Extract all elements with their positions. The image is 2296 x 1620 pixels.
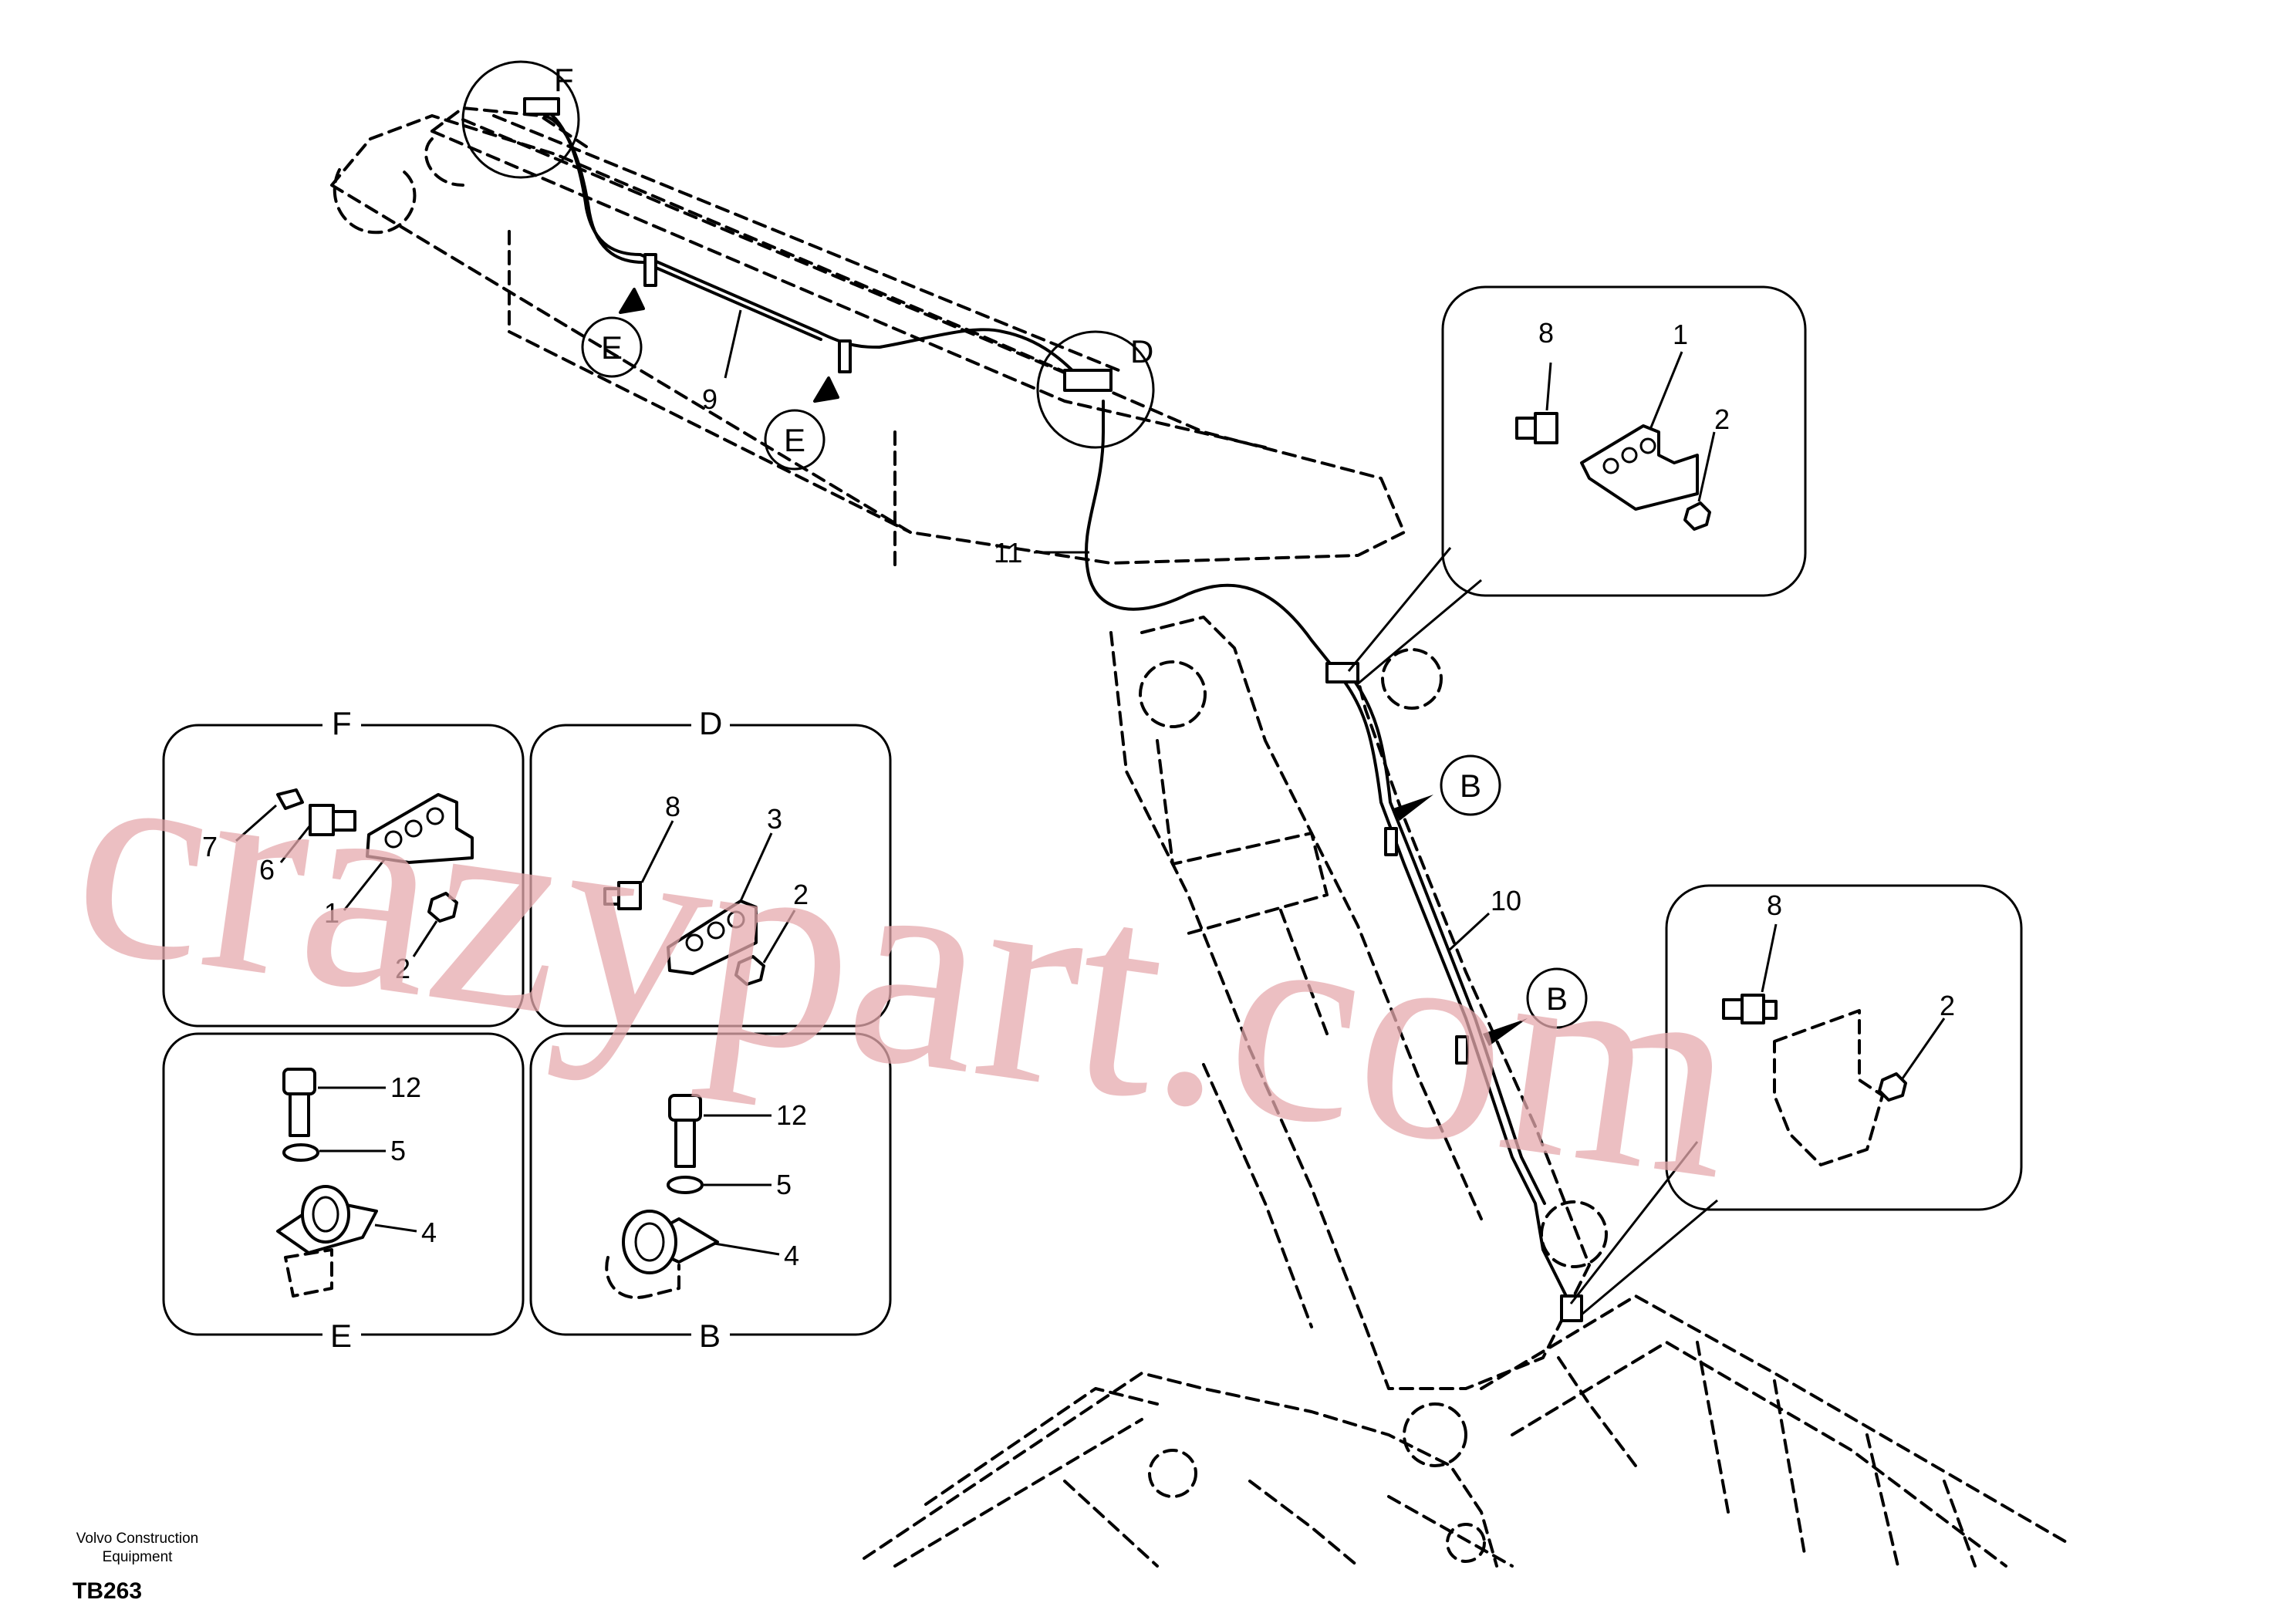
washer-part: 5: [667, 1169, 792, 1200]
company-name-line1: Volvo Construction: [76, 1531, 198, 1547]
bolt-part: 8: [603, 791, 680, 910]
washer-part: 5: [282, 1135, 406, 1166]
clamp-part: 4: [276, 1185, 437, 1298]
view-d-circle: D: [1036, 330, 1155, 449]
svg-text:12: 12: [776, 1099, 807, 1131]
svg-text:5: 5: [390, 1135, 406, 1166]
view-f-letter: F: [554, 62, 574, 98]
hose-lower-line: [1341, 677, 1575, 1313]
bracket-part: 1: [324, 793, 474, 929]
hose-upper-line: [1084, 400, 1344, 680]
nut-part: 2: [734, 879, 809, 986]
detail-panel-f: F 7 6 1 2: [162, 705, 525, 1028]
detail-panel-d: D 8 3 2: [529, 705, 892, 1028]
detail-panel-b: B 12 5 4: [529, 1032, 892, 1354]
nut-part: 2: [1683, 403, 1730, 531]
hydraulic-lines: [523, 97, 1583, 1322]
svg-text:8: 8: [665, 791, 680, 822]
figure-code: TB263: [73, 1578, 142, 1604]
bolt-part: 8: [1722, 889, 1782, 1024]
view-e-marker-lower: E: [764, 376, 839, 471]
svg-text:2: 2: [793, 879, 809, 910]
bolt-part: 12: [668, 1094, 807, 1168]
view-b-letter-lower: B: [1546, 980, 1568, 1017]
detail-d-title: D: [699, 705, 722, 741]
callout-pipe-boom: 9: [702, 309, 742, 415]
callout-hose-upper: 11: [994, 537, 1089, 569]
bolt-part: 12: [282, 1068, 421, 1137]
detail-panel-lower-right: 8 2: [1569, 884, 2023, 1316]
detail-b-title: B: [699, 1318, 721, 1354]
screw-part: 7: [202, 788, 304, 862]
view-f-circle: F: [461, 60, 580, 179]
pipe-boom-line: [539, 106, 1082, 380]
callout-hose-lower: 10: [1447, 885, 1521, 952]
view-b-marker-lower: B: [1483, 967, 1588, 1046]
svg-text:12: 12: [390, 1072, 421, 1103]
bracket-part: 3: [667, 803, 782, 975]
svg-text:2: 2: [1714, 403, 1730, 435]
svg-text:8: 8: [1538, 317, 1554, 349]
clamp-part: 4: [605, 1210, 799, 1299]
view-e-letter-lower: E: [784, 422, 805, 458]
company-name-line2: Equipment: [103, 1549, 174, 1565]
svg-text:1: 1: [1673, 319, 1688, 350]
svg-text:4: 4: [421, 1217, 437, 1248]
svg-text:8: 8: [1767, 889, 1782, 921]
detail-f-title: F: [332, 705, 352, 741]
view-b-letter-upper: B: [1460, 768, 1481, 804]
detail-panel-e: E 12 5 4: [162, 1032, 525, 1354]
svg-text:9: 9: [702, 383, 718, 415]
bolt-part: 8: [1515, 317, 1558, 444]
svg-text:7: 7: [202, 831, 218, 862]
svg-text:4: 4: [784, 1240, 799, 1271]
view-b-marker-upper: B: [1393, 754, 1501, 821]
svg-text:2: 2: [1940, 990, 1955, 1021]
view-d-letter: D: [1130, 333, 1153, 370]
svg-text:1: 1: [324, 897, 339, 929]
svg-text:6: 6: [259, 854, 275, 886]
svg-text:5: 5: [776, 1169, 792, 1200]
bolt-part: 6: [259, 804, 356, 886]
nut-part: 2: [1878, 990, 1955, 1102]
svg-text:3: 3: [767, 803, 782, 835]
view-e-letter-upper: E: [601, 329, 623, 366]
machine-outline: [330, 106, 2069, 1568]
nut-part: 2: [395, 892, 458, 984]
view-e-marker-upper: E: [581, 288, 645, 378]
svg-text:10: 10: [1491, 885, 1521, 916]
bracket-part: 1: [1580, 319, 1699, 511]
svg-text:11: 11: [994, 537, 1022, 569]
detail-panel-top-right: 8 1 2: [1347, 285, 1807, 687]
detail-e-title: E: [330, 1318, 352, 1354]
footer: Volvo Construction Equipment TB263: [73, 1531, 198, 1604]
svg-text:2: 2: [395, 953, 410, 984]
